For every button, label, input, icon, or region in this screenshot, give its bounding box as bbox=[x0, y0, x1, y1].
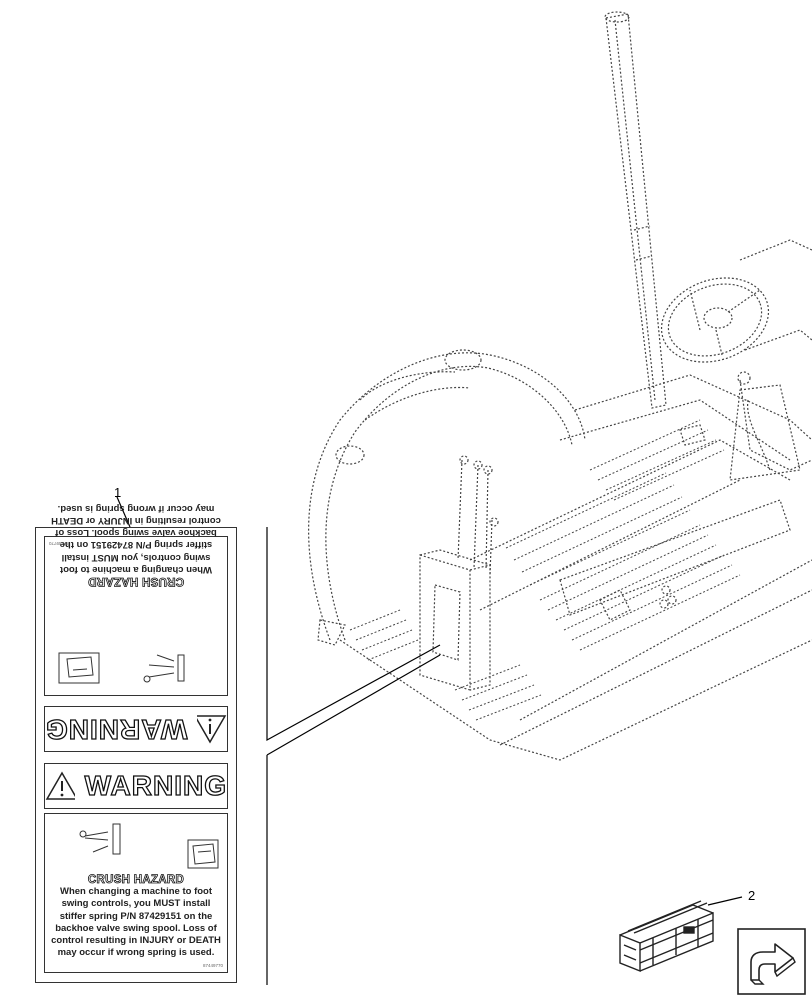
decal-code-top: 87449770 bbox=[49, 541, 70, 546]
floor-platform bbox=[339, 374, 812, 761]
parts-crate-icon bbox=[619, 900, 714, 973]
right-console bbox=[559, 371, 801, 621]
crush-hazard-line-6: may occur if wrong spring is used. bbox=[57, 947, 215, 959]
crush-hazard-pictograms bbox=[79, 823, 219, 869]
warning-triangle-icon bbox=[197, 715, 227, 744]
floor-treads bbox=[349, 419, 741, 721]
leader-2 bbox=[707, 896, 743, 906]
warning-word: WARNING bbox=[84, 769, 227, 801]
control-tower bbox=[419, 455, 499, 691]
turn-arrow-icon bbox=[737, 928, 806, 995]
leader-lines bbox=[116, 496, 743, 985]
crush-hazard-pictograms-upside-down bbox=[58, 652, 185, 684]
warning-decal-sheet: 87449770 CRUSH HAZARD When changing a ma… bbox=[35, 503, 237, 983]
crush-hazard-panel: CRUSH HAZARD When changing a machine to … bbox=[44, 813, 228, 973]
crush-hazard-line-2: swing controls, you MUST install bbox=[61, 898, 211, 910]
warning-panel: WARNING bbox=[44, 763, 228, 809]
steering-wheel bbox=[660, 239, 812, 471]
crush-hazard-line-5: control resulting in INJURY or DEATH bbox=[51, 935, 221, 947]
crush-hazard-title: CRUSH HAZARD bbox=[87, 874, 185, 887]
decal-code-bottom: 87449770 bbox=[202, 963, 223, 968]
crush-hazard-panel-upside-down: 87449770 CRUSH HAZARD When changing a ma… bbox=[44, 503, 228, 696]
next-page-button[interactable] bbox=[737, 928, 806, 995]
callout-1-label: 1 bbox=[114, 485, 122, 500]
crush-hazard-line-1: When changing a machine to foot bbox=[60, 886, 212, 897]
vertical-post bbox=[604, 11, 667, 409]
crush-hazard-title-upside-down: CRUSH HAZARD bbox=[87, 575, 185, 588]
leader-1 bbox=[116, 496, 131, 528]
warning-word-upside-down: WARNING bbox=[44, 713, 188, 745]
crush-hazard-line-4: backhoe valve swing spool. Loss of bbox=[55, 922, 217, 934]
callout-2-label: 2 bbox=[748, 888, 756, 903]
crush-hazard-text-upside-down: When changing a machine to foot swing co… bbox=[51, 502, 221, 575]
cab-arch bbox=[308, 349, 586, 646]
warning-panel-upside-down: WARNING bbox=[44, 706, 228, 752]
crush-hazard-line-3: stiffer spring P/N 87429151 on the bbox=[59, 910, 213, 922]
warning-triangle-icon bbox=[45, 771, 75, 800]
